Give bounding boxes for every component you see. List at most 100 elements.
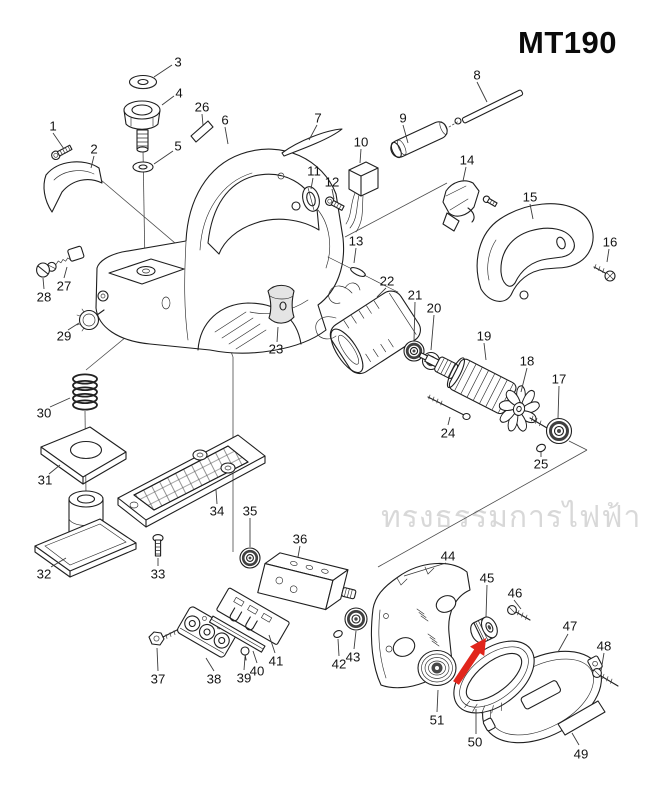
part-48-screw [592, 668, 619, 687]
part-number-label-34: 34 [210, 504, 225, 519]
leader-line-16 [606, 248, 610, 263]
part-number-label-4: 4 [175, 86, 182, 101]
part-22-field-stator [315, 282, 421, 375]
part-8-rod [448, 89, 524, 128]
leader-line-11 [310, 177, 314, 190]
leader-line-28 [42, 277, 45, 290]
leader-line-19 [483, 342, 487, 361]
part-number-label-37: 37 [151, 672, 166, 687]
part-number-label-45: 45 [480, 571, 495, 586]
part-5-washer [132, 161, 154, 173]
part-number-label-2: 2 [90, 142, 97, 157]
part-number-label-39: 39 [237, 671, 252, 686]
part-number-label-18: 18 [520, 354, 535, 369]
leader-line-30 [49, 397, 71, 408]
leader-line-21 [413, 301, 416, 342]
part-number-label-26: 26 [195, 100, 210, 115]
leader-line-22 [376, 287, 387, 298]
part-number-label-38: 38 [207, 672, 222, 687]
leader-line-2 [90, 155, 95, 169]
part-number-label-46: 46 [508, 586, 523, 601]
part-2-chip-guard [43, 161, 103, 213]
leader-line-7 [308, 124, 318, 141]
part-34-sole-plate [117, 434, 266, 528]
part-number-label-20: 20 [427, 301, 442, 316]
leader-line-49 [571, 732, 580, 746]
leader-line-42 [337, 638, 340, 657]
part-number-label-50: 50 [468, 735, 483, 750]
part-number-label-42: 42 [332, 657, 347, 672]
part-number-label-30: 30 [37, 406, 52, 421]
part-33-screw [152, 534, 164, 557]
part-15-handle [476, 203, 594, 302]
part-number-label-31: 31 [38, 473, 53, 488]
leader-line-39 [243, 656, 246, 671]
part-17-bearing [545, 417, 573, 445]
part-number-label-14: 14 [460, 153, 475, 168]
leader-line-4 [161, 95, 175, 106]
part-40-blade [208, 615, 266, 653]
part-number-label-35: 35 [243, 504, 258, 519]
leader-line-20 [430, 314, 435, 351]
part-number-label-51: 51 [430, 713, 445, 728]
leader-line-40 [252, 650, 258, 664]
assembly-axis-line [568, 440, 588, 451]
part-12-screw [324, 196, 345, 211]
part-41-adjust-plate [216, 587, 290, 645]
leader-line-6 [224, 126, 229, 145]
part-number-label-13: 13 [349, 234, 364, 249]
part-number-label-19: 19 [477, 329, 492, 344]
part-25-ring [536, 443, 546, 453]
part-30-spring [72, 373, 98, 411]
part-9-grip [390, 121, 448, 159]
leader-line-18 [520, 367, 528, 393]
leader-line-8 [476, 81, 488, 103]
part-1-screw [51, 144, 73, 161]
part-number-label-40: 40 [250, 664, 265, 679]
part-number-label-22: 22 [380, 274, 395, 289]
part-number-label-28: 28 [37, 290, 52, 305]
part-11-grommet [302, 186, 320, 212]
part-number-label-47: 47 [563, 619, 578, 634]
red-arrow-layer [453, 638, 486, 685]
part-31-spring-seat-plate [40, 426, 127, 485]
part-42-ring [333, 630, 343, 638]
part-16-screw [593, 264, 616, 282]
part-number-label-29: 29 [57, 329, 72, 344]
part-number-label-48: 48 [597, 639, 612, 654]
part-number-label-23: 23 [269, 342, 284, 357]
assembly-axis-line [377, 449, 588, 568]
part-49-label [557, 700, 606, 736]
leader-line-44 [403, 562, 447, 577]
part-7-leaf-spring [281, 128, 343, 157]
leader-line-46 [513, 599, 522, 610]
part-number-label-33: 33 [151, 567, 166, 582]
part-number-label-12: 12 [325, 175, 340, 190]
leader-line-13 [353, 247, 357, 264]
leader-line-36 [297, 545, 301, 558]
part-number-label-16: 16 [603, 235, 618, 250]
part-51-driven-pulley [417, 649, 457, 687]
leader-line-26 [201, 113, 204, 126]
part-number-label-1: 1 [49, 119, 56, 134]
leader-line-29 [67, 322, 80, 331]
part-number-label-24: 24 [441, 426, 456, 441]
part-26-nameplate [190, 120, 214, 143]
leader-line-32 [50, 557, 67, 568]
part-number-label-17: 17 [552, 372, 567, 387]
leader-line-27 [63, 266, 68, 279]
part-36-cutter-drum [257, 552, 357, 611]
leader-line-31 [48, 464, 61, 475]
leader-line-51 [436, 689, 439, 713]
leader-line-41 [268, 634, 276, 654]
part-39-pin [240, 646, 250, 661]
part-number-label-36: 36 [293, 532, 308, 547]
leader-line-10 [359, 148, 362, 164]
leader-line-3 [153, 64, 173, 78]
leader-line-34 [215, 489, 218, 505]
leader-line-45 [485, 584, 488, 618]
part-number-label-32: 32 [37, 567, 52, 582]
part-number-label-43: 43 [346, 650, 361, 665]
